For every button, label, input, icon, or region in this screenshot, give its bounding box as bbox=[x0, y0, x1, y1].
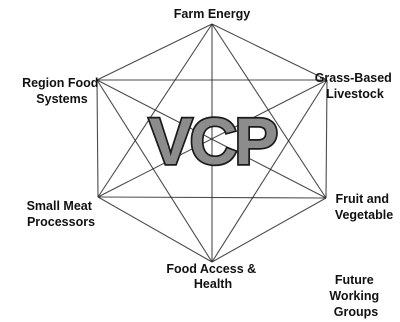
node-farm-energy: Farm Energy bbox=[174, 7, 250, 21]
node-region-food-systems: Region Food Systems bbox=[22, 76, 102, 106]
node-food-access-health-line-2: Health bbox=[194, 277, 232, 291]
node-grass-based-livestock-line-1: Grass-Based bbox=[315, 71, 392, 85]
connection-farm-energy-to-grass-based-livestock bbox=[211, 23, 328, 81]
node-food-access-health: Food Access & Health bbox=[166, 262, 259, 291]
connection-small-meat-processors-to-region-food-systems bbox=[96, 79, 99, 198]
node-fruit-and-vegetable-line-2: Vegetable bbox=[335, 208, 393, 222]
connection-lines bbox=[96, 23, 328, 263]
connection-grass-based-livestock-to-fruit-and-vegetable bbox=[325, 79, 328, 199]
node-small-meat-processors-line-2: Processors bbox=[27, 215, 95, 229]
connection-fruit-and-vegetable-to-region-food-systems bbox=[96, 79, 327, 199]
node-fruit-and-vegetable: Fruit and Vegetable bbox=[335, 192, 393, 222]
connection-grass-based-livestock-to-small-meat-processors bbox=[97, 79, 328, 198]
node-grass-based-livestock-line-2: Livestock bbox=[326, 87, 384, 101]
center-vcp-logo: VCP bbox=[149, 104, 277, 178]
connection-farm-energy-to-region-food-systems bbox=[96, 23, 213, 81]
connection-food-access-health-to-small-meat-processors bbox=[97, 196, 213, 263]
node-fruit-and-vegetable-line-1: Fruit and bbox=[336, 192, 389, 206]
node-region-food-systems-line-2: Systems bbox=[36, 92, 87, 106]
node-grass-based-livestock: Grass-Based Livestock bbox=[315, 71, 396, 101]
connection-grass-based-livestock-to-food-access-health bbox=[211, 79, 328, 263]
node-farm-energy-line-1: Farm Energy bbox=[174, 7, 250, 21]
node-small-meat-processors-line-1: Small Meat bbox=[27, 199, 93, 213]
node-future-working-groups-line-1: Future bbox=[335, 273, 374, 287]
node-future-working-groups-line-2: Working bbox=[329, 289, 379, 303]
connection-farm-energy-to-fruit-and-vegetable bbox=[211, 23, 327, 199]
node-region-food-systems-line-1: Region Food bbox=[22, 76, 98, 90]
connection-fruit-and-vegetable-to-food-access-health bbox=[211, 197, 327, 263]
node-food-access-health-line-1: Food Access & bbox=[166, 262, 256, 276]
node-future-working-groups: Future Working Groups bbox=[329, 273, 382, 319]
node-small-meat-processors: Small Meat Processors bbox=[27, 199, 96, 229]
node-future-working-groups-line-3: Groups bbox=[334, 305, 378, 319]
connection-fruit-and-vegetable-to-small-meat-processors bbox=[97, 196, 327, 199]
connection-food-access-health-to-region-food-systems bbox=[96, 79, 213, 263]
